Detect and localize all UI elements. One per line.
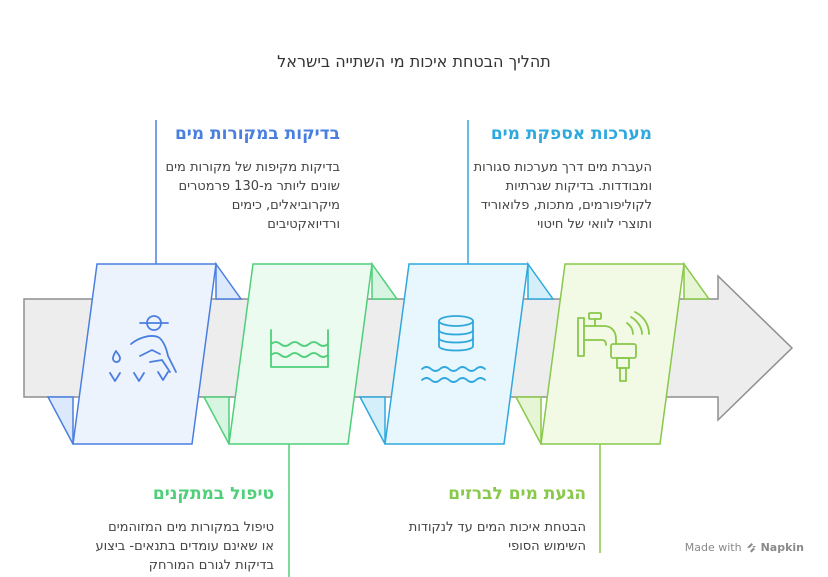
step-1-description: בדיקות מקיפות של מקורות מים שונים ליותר … (150, 158, 340, 234)
diagram-title: תהליך הבטחת איכות מי השתייה בישראל (277, 52, 551, 71)
step-4-line: הבטחת איכות המים עד לנקודות (408, 520, 586, 535)
step-3-line: לקוליפורמים, מתכות, פלואוריד (480, 198, 652, 213)
step-4-text: הגעת מים לברזים הבטחת איכות המים עד לנקו… (380, 484, 586, 556)
water-waves-icon (270, 329, 329, 368)
water-sampling-icon (109, 315, 177, 382)
step-2-title: טיפול במתקנים (152, 484, 274, 504)
step-1-line: בדיקות מקיפות של מקורות מים (165, 160, 340, 175)
step-4-description: הבטחת איכות המים עד לנקודות השימוש הסופי (380, 518, 586, 556)
water-storage-icon (421, 315, 486, 383)
step-2-description: טיפול במקורות מים המזוהמים או שאינם עומד… (40, 518, 274, 575)
step-2-line: טיפול במקורות מים המזוהמים (108, 520, 274, 535)
step-2-text: טיפול במתקנים טיפול במקורות מים המזוהמים… (40, 484, 274, 575)
step-1-title: בדיקות במקורות מים (174, 124, 340, 144)
credit-brand: Napkin (760, 541, 804, 554)
step-3-shape (358, 261, 555, 445)
credit-prefix: Made with (684, 541, 742, 554)
napkin-logo-icon (746, 543, 756, 553)
step-4-shape (514, 261, 711, 445)
step-4-title: הגעת מים לברזים (448, 484, 586, 504)
faucet-icon (577, 311, 650, 382)
step-2-line: או שאינם עומדים בתנאים- ביצוע (95, 539, 274, 554)
step-1-text: בדיקות במקורות מים בדיקות מקיפות של מקור… (150, 124, 340, 234)
step-2-shape (202, 261, 399, 445)
step-3-title: מערכות אספקת מים (490, 124, 652, 144)
step-3-text: מערכות אספקת מים העברת מים דרך מערכות סג… (466, 124, 652, 234)
step-3-line: ומבודדות. בדיקות שגרתיות (505, 179, 652, 194)
made-with-credit: Made with Napkin (685, 541, 804, 554)
step-1-line: מיקרוביאלים, כימים (231, 198, 340, 213)
step-3-line: העברת מים דרך מערכות סגורות (473, 160, 652, 175)
step-3-description: העברת מים דרך מערכות סגורות ומבודדות. בד… (466, 158, 652, 234)
step-1-line: שונים ליותר מ-130 פרמטרים (178, 179, 340, 194)
step-1-line: ורדיואקטיבים (267, 217, 340, 232)
step-3-line: ותוצרי לוואי של חיטוי (537, 217, 652, 232)
step-4-line: השימוש הסופי (508, 539, 586, 554)
step-2-line: בדיקות לגורם המורחק (148, 558, 274, 573)
